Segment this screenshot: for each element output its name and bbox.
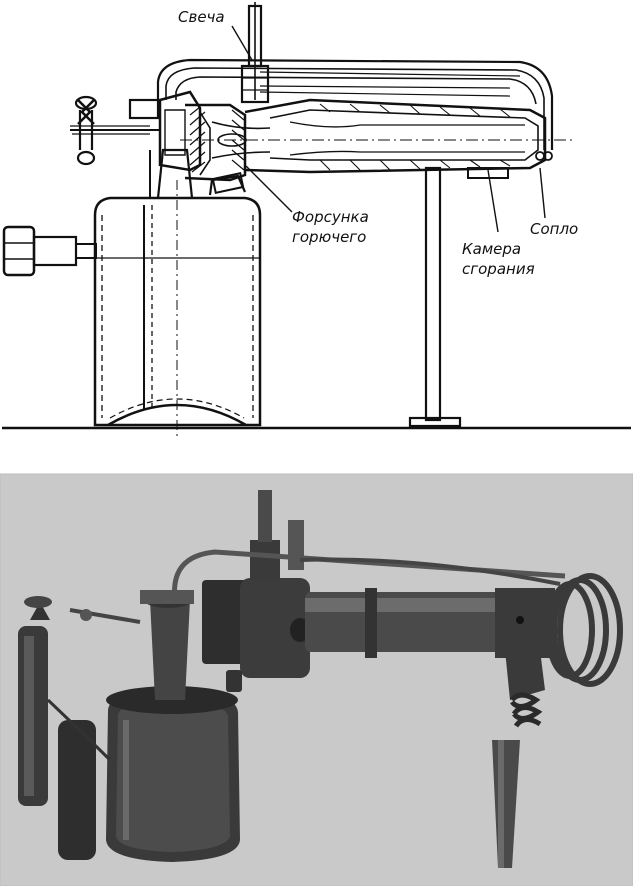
pump-connector — [2, 225, 97, 277]
feed-tubes — [156, 58, 554, 161]
support-stand — [408, 166, 509, 428]
label-forsunka-2: горючего — [292, 228, 366, 246]
filler-cap — [208, 172, 247, 196]
combustion-chamber — [180, 98, 575, 174]
riser-neck — [149, 148, 194, 199]
photo-coil — [545, 573, 623, 687]
photo-burner — [202, 490, 310, 678]
photo-pump — [18, 596, 112, 860]
photo-fuel-tank — [106, 686, 240, 862]
valve-wheel — [70, 95, 160, 166]
diagram-labels: Свеча Форсунка горючего Сопло Камера сго… — [178, 8, 578, 278]
label-kamera-1: Камера — [462, 240, 521, 258]
label-kamera-2: сгорания — [462, 260, 535, 278]
fuel-tank — [93, 180, 262, 440]
leader-lines — [231, 25, 546, 233]
spark-plug — [240, 2, 270, 104]
sectional-drawing — [2, 2, 631, 440]
blowtorch-photo — [0, 473, 633, 886]
photo-combustion-tube — [305, 588, 555, 658]
label-forsunka-1: Форсунка — [292, 208, 369, 226]
label-soplo: Сопло — [530, 220, 578, 238]
burner-body — [128, 90, 271, 182]
label-svecha: Свеча — [178, 8, 225, 26]
photo-spring-nozzle — [492, 650, 545, 868]
